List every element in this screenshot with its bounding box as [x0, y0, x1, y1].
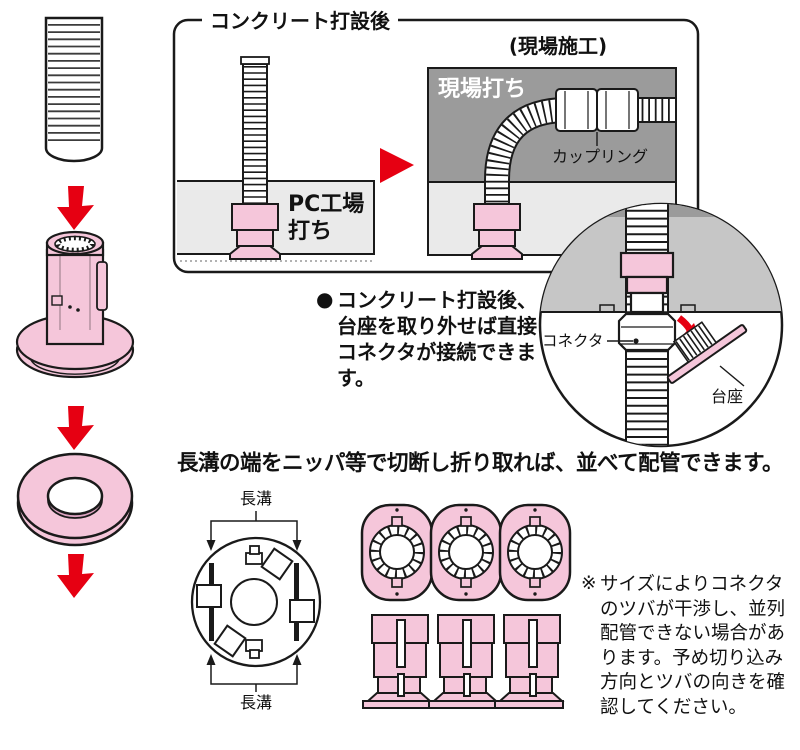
connector-side: [362, 614, 433, 709]
connector-3d: [15, 230, 135, 379]
ring: [498, 503, 572, 602]
detail-circle: [538, 202, 784, 448]
pc-factory-label: PC工場 打ち: [288, 192, 365, 244]
corrugated-pipe: [44, 16, 104, 163]
size-caution-note: ※ サイズによりコネクタ のツバが干渉し、並列 配管できない場合があ ります。予…: [581, 573, 799, 721]
size-caution-note-text: サイズによりコネクタ のツバが干渉し、並列 配管できない場合があ ります。予め切…: [600, 574, 786, 718]
detail-connector-body: [617, 312, 677, 352]
bullet-note: ● コンクリート打設後、 台座を取り外せば直接 コネクタが接続できま す。: [316, 287, 566, 391]
onsite-conduit: [484, 97, 675, 210]
flow-arrow-icon: [380, 148, 414, 183]
pedestal-label: 台座: [710, 387, 743, 406]
pc-pipe-cap: [240, 56, 270, 65]
pedestal-leader-line: [719, 365, 745, 387]
groove-label-top: 長溝: [239, 489, 272, 508]
connector-label: コネクタ: [542, 332, 604, 350]
connector-leader-dot: [633, 338, 639, 344]
onsite-embedded-connector: [471, 203, 523, 260]
ring-row: [360, 503, 572, 602]
bottom-section-heading: 長溝の端をニッパ等で切断し折り取れば、並べて配管できます。: [177, 451, 784, 476]
pc-slab-panel: [177, 56, 375, 262]
topview-diagram: [190, 511, 322, 692]
site-method-heading: (現場施工): [508, 34, 608, 58]
down-arrow-icon: [57, 186, 94, 230]
down-arrow-icon: [57, 406, 94, 450]
pedestal: [666, 321, 748, 384]
detail-pink-connector: [619, 251, 675, 314]
coupling: [555, 88, 639, 132]
bullet-note-text: コンクリート打設後、 台座を取り外せば直接 コネクタが接続できま す。: [337, 288, 537, 390]
bullet-marker: ●: [316, 287, 334, 311]
onsite-cast-label: 現場打ち: [438, 77, 527, 102]
ring: [360, 503, 434, 602]
connector-side: [494, 614, 565, 709]
pc-embedded-connector: [229, 203, 281, 260]
ring: [429, 503, 503, 602]
connector-side: [428, 614, 499, 709]
note-marker: ※: [581, 573, 597, 594]
coupling-label: カップリング: [552, 147, 649, 166]
box-title: コンクリート打設後: [202, 9, 398, 34]
down-arrow-icon: [57, 554, 94, 598]
groove-label-bottom: 長溝: [239, 693, 272, 712]
washer-ring: [16, 452, 134, 547]
connector-row: [362, 614, 565, 709]
